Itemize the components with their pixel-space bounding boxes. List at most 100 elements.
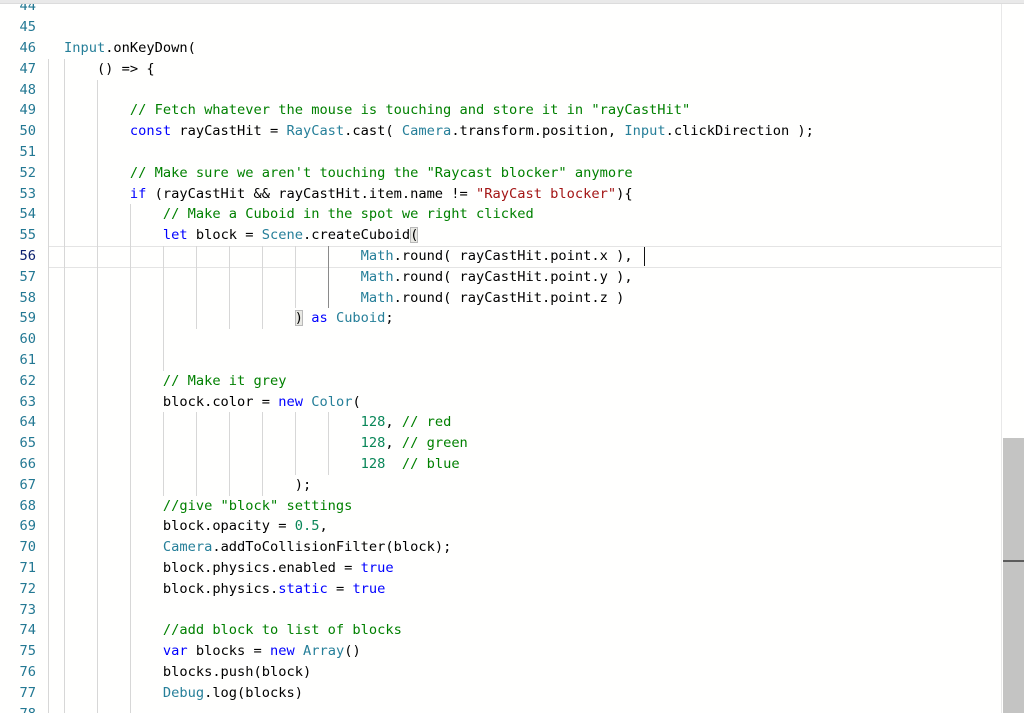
code-line[interactable]: 63 block.color = new Color( [0,391,1024,413]
indent-guide [47,662,49,683]
code-line[interactable]: 66 128 // blue [0,454,1024,475]
code-token: //add block to list of blocks [162,622,402,639]
line-number[interactable]: 51 [19,144,36,160]
line-number[interactable]: 46 [19,40,36,56]
code-line[interactable]: 73 [0,599,1024,621]
line-number[interactable]: 73 [19,601,36,618]
code-token [48,518,163,534]
line-number[interactable]: 75 [19,643,36,660]
indent-guide [130,204,131,226]
line-number[interactable]: 67 [19,476,36,493]
code-token [48,394,163,410]
code-line[interactable]: 77 Debug.log(blocks) [0,682,1024,704]
code-line[interactable]: 62 // Make it grey [0,370,1024,392]
indent-guide [97,329,98,350]
vertical-scrollbar-thumb[interactable] [1003,438,1024,713]
line-number[interactable]: 68 [19,497,36,514]
code-line[interactable]: 70 Camera.addToCollisionFilter(block); [0,537,1024,558]
line-number[interactable]: 52 [19,164,36,181]
code-line[interactable]: 55 let block = Scene.createCuboid( [0,225,1024,246]
code-line[interactable]: 65 128, // green [0,433,1024,454]
line-number[interactable]: 61 [19,352,36,368]
line-number[interactable]: 56 [19,248,36,264]
line-number[interactable]: 62 [19,372,36,389]
line-number[interactable]: 64 [19,414,36,431]
line-number[interactable]: 78 [0,704,36,713]
line-number[interactable]: 72 [19,580,36,597]
code-line[interactable]: 75 var blocks = new Array() [0,641,1024,662]
line-number[interactable]: 48 [19,81,36,98]
line-number[interactable]: 53 [19,185,36,202]
code-token [48,435,361,451]
code-line[interactable]: 48 [0,79,1024,101]
indent-guide [47,246,49,267]
code-line[interactable]: 49 // Fetch whatever the mouse is touchi… [0,100,1024,122]
code-line[interactable]: 50 const rayCastHit = RayCast.cast( Came… [0,121,1024,142]
line-number[interactable]: 55 [19,227,36,244]
line-number[interactable]: 69 [19,518,36,535]
indent-guide [64,558,65,579]
line-number[interactable]: 66 [19,456,36,472]
line-number[interactable]: 71 [19,560,36,576]
line-number[interactable]: 77 [19,684,36,701]
line-number[interactable]: 54 [19,206,36,223]
indent-guide [64,308,65,330]
line-number[interactable]: 58 [19,289,36,306]
indent-guide [64,433,65,454]
indent-guide [130,370,131,392]
indent-guide [196,412,197,434]
indent-guide [229,474,230,496]
indent-guide [262,308,263,330]
line-number[interactable]: 63 [19,393,36,410]
code-line[interactable]: 64 128, // red [0,412,1024,434]
code-line[interactable]: 71 block.physics.enabled = true [0,558,1024,579]
line-number[interactable]: 60 [19,331,36,348]
code-line[interactable]: 61 [0,350,1024,371]
vertical-scrollbar-track[interactable] [1001,0,1024,713]
indent-guide [130,308,131,330]
line-number[interactable]: 50 [19,123,36,140]
code-line[interactable]: 60 [0,329,1024,350]
code-token: Cuboid [335,310,386,327]
indent-guide [47,329,49,350]
indent-guide [130,641,131,662]
indent-guide [130,495,131,517]
code-line[interactable]: 46 Input.onKeyDown( [0,38,1024,59]
line-number[interactable]: 70 [19,539,36,556]
code-line[interactable]: 51 [0,142,1024,163]
indent-guide [163,308,164,330]
code-token: Math [360,268,394,285]
code-token [48,664,163,680]
code-line[interactable]: 68 //give "block" settings [0,495,1024,517]
line-number[interactable]: 57 [19,268,36,285]
code-token: .addToCollisionFilter(block); [212,539,452,556]
code-line[interactable]: 76 blocks.push(block) [0,662,1024,683]
code-line[interactable]: 59 ) as Cuboid; [0,308,1024,330]
indent-guide [163,329,164,350]
indent-guide [64,183,65,205]
line-number[interactable]: 49 [19,102,36,119]
code-line[interactable]: 52 // Make sure we aren't touching the "… [0,162,1024,184]
code-token: Input [624,123,666,140]
code-line[interactable]: 69 block.opacity = 0.5, [0,516,1024,538]
code-line[interactable]: 54 // Make a Cuboid in the spot we right… [0,204,1024,226]
code-line[interactable]: 78 [0,703,1024,713]
code-token: ; [385,310,394,327]
code-line[interactable]: 53 if (rayCastHit && rayCastHit.item.nam… [0,183,1024,205]
code-line[interactable]: 67 ); [0,474,1024,496]
code-line[interactable]: 57 Math.round( rayCastHit.point.y ), [0,266,1024,288]
code-line[interactable]: 72 block.physics.static = true [0,578,1024,600]
line-number[interactable]: 74 [19,622,36,639]
line-number[interactable]: 47 [19,60,36,77]
code-line[interactable]: 47 () => { [0,58,1024,80]
code-line[interactable]: 58 Math.round( rayCastHit.point.z ) [0,287,1024,309]
line-number[interactable]: 59 [19,310,36,327]
line-number[interactable]: 76 [19,664,36,680]
line-number[interactable]: 65 [19,435,36,452]
indent-guide [97,183,98,205]
code-line[interactable]: 45 [0,17,1024,38]
indent-guide [295,246,296,267]
code-line[interactable]: 56 Math.round( rayCastHit.point.x ), [0,246,1024,268]
line-number[interactable]: 45 [19,19,36,36]
code-line[interactable]: 74 //add block to list of blocks [0,620,1024,642]
